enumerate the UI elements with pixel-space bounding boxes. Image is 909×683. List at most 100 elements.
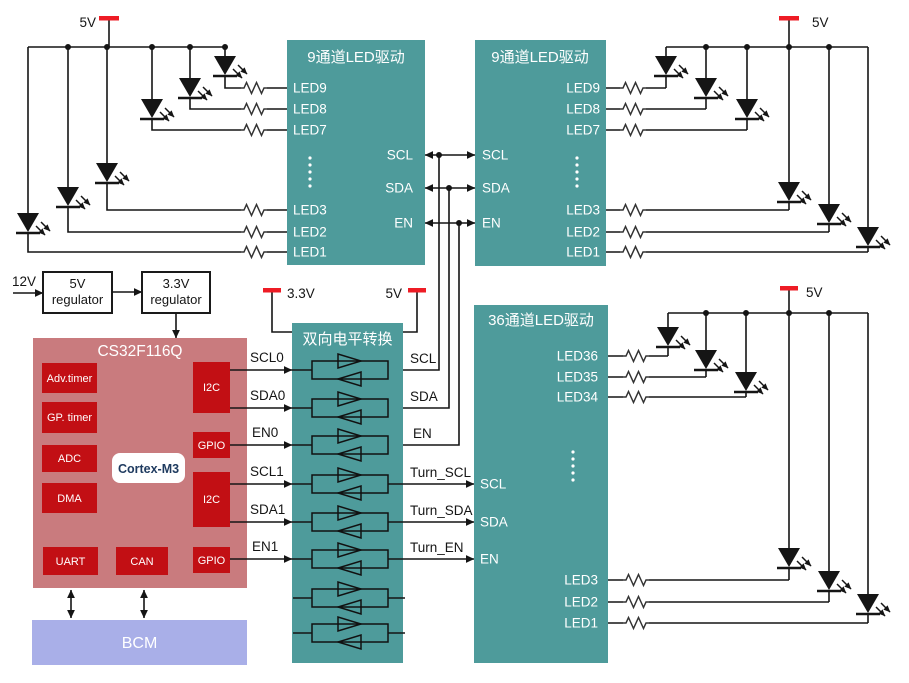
pin-led7: LED7 (293, 123, 327, 138)
mcu-block: CS32F116Q Adv.timer GP. timer ADC DMA UA… (33, 338, 247, 588)
pin-led2: LED2 (293, 225, 327, 240)
wires-top-left (27, 20, 287, 253)
pin-sda: SDA (480, 515, 508, 530)
driver-36-body (474, 305, 608, 663)
top-right-led-array: 5V (606, 15, 890, 259)
power-label-5v-top-left: 5V (79, 15, 96, 30)
regulator-3v3-label-line2: regulator (150, 292, 202, 307)
wires-top-right (606, 20, 869, 253)
bottom-right-led-array: 5V (608, 285, 890, 630)
pin-scl: SCL (480, 477, 507, 492)
driver-top-right-body (475, 40, 606, 266)
module-i2c-b-label: I2C (203, 494, 220, 506)
label-out-sda: SDA (410, 389, 438, 404)
pin-led2: LED2 (566, 225, 600, 240)
ellipsis-dots (571, 450, 575, 482)
bcm-title: BCM (122, 635, 158, 652)
regulator-5v-box (42, 271, 113, 314)
module-dma-label: DMA (57, 493, 82, 505)
label-en0: EN0 (252, 425, 278, 440)
driver-block-36: 36通道LED驱动 LED36 LED35 LED34 SCL SDA EN L… (474, 305, 608, 663)
pin-en: EN (482, 216, 501, 231)
label-sda1: SDA1 (250, 502, 285, 517)
core-box (112, 453, 185, 483)
core-label: Cortex-M3 (118, 462, 179, 476)
pin-led1: LED1 (566, 245, 600, 260)
pin-scl: SCL (387, 148, 414, 163)
pin-en: EN (394, 216, 413, 231)
label-out-scl: SCL (410, 351, 437, 366)
pin-led34: LED34 (557, 390, 599, 405)
pin-led8: LED8 (293, 102, 327, 117)
mcu-title: CS32F116Q (97, 343, 182, 360)
pin-led9: LED9 (566, 81, 600, 96)
bus-drop-wires (388, 155, 460, 446)
module-dma (42, 483, 97, 513)
regulator-section: 12V 5V regulator 3.3V regulator (12, 271, 211, 339)
pin-led3: LED3 (566, 203, 600, 218)
pin-led8: LED8 (566, 102, 600, 117)
label-turn-sda: Turn_SDA (410, 503, 473, 518)
wires-bottom-right (608, 290, 869, 624)
i2c-bus-wires (388, 151, 476, 446)
junction-dots (703, 310, 832, 316)
junction-dots (703, 44, 832, 50)
level-shifter-title: 双向电平转换 (302, 331, 392, 348)
driver-top-left-title: 9通道LED驱动 (307, 49, 405, 66)
pin-scl: SCL (482, 148, 509, 163)
pin-led9: LED9 (293, 81, 327, 96)
bcm-section: BCM (32, 589, 247, 665)
pin-led1: LED1 (564, 616, 598, 631)
module-can-label: CAN (130, 556, 153, 568)
driver-block-top-left: 9通道LED驱动 LED9 LED8 LED7 LED3 LED2 LED1 S… (287, 40, 425, 265)
module-gpio-a-label: GPIO (198, 440, 226, 452)
power-label-5v-shifter: 5V (385, 286, 402, 301)
power-label-3v3: 3.3V (287, 286, 315, 301)
module-gp-timer (42, 402, 97, 433)
label-en1: EN1 (252, 539, 278, 554)
module-adv-timer (42, 363, 97, 393)
pin-led7: LED7 (566, 123, 600, 138)
ellipsis-dots (308, 156, 312, 188)
label-scl1: SCL1 (250, 464, 284, 479)
power-label-5v-top-right: 5V (812, 15, 829, 30)
pin-sda: SDA (385, 181, 413, 196)
driver-36-title: 36通道LED驱动 (488, 312, 594, 329)
regulator-5v-label-line2: regulator (52, 292, 104, 307)
regulator-5v-label-line1: 5V (70, 276, 86, 291)
module-uart-label: UART (56, 556, 86, 568)
power-bar-5v-shifter (408, 288, 426, 293)
driver-block-top-right: 9通道LED驱动 LED9 LED8 LED7 LED3 LED2 LED1 S… (475, 40, 606, 266)
module-adc-label: ADC (58, 453, 81, 465)
module-gpio-a (193, 432, 230, 458)
pin-sda: SDA (482, 181, 510, 196)
module-i2c-a-label: I2C (203, 382, 220, 394)
module-gpio-b (193, 547, 230, 573)
power-label-5v-bottom-right: 5V (806, 285, 823, 300)
label-scl0: SCL0 (250, 350, 284, 365)
label-turn-en: Turn_EN (410, 540, 464, 555)
top-left-led-array: 5V (16, 15, 287, 259)
module-i2c-a (193, 362, 230, 413)
module-can (116, 547, 168, 575)
pin-en: EN (480, 552, 499, 567)
pin-led2: LED2 (564, 595, 598, 610)
shifter-power-wires (271, 292, 418, 333)
power-bar-5v-top-right (779, 16, 799, 21)
driver-top-left-body (287, 40, 425, 265)
pin-led36: LED36 (557, 349, 598, 364)
pin-led3: LED3 (564, 573, 598, 588)
bcm-body (32, 620, 247, 665)
module-adv-timer-label: Adv.timer (47, 373, 93, 385)
junction-dots (65, 44, 228, 50)
pin-led3: LED3 (293, 203, 327, 218)
ellipsis-dots (575, 156, 579, 188)
module-i2c-b (193, 472, 230, 527)
module-gp-timer-label: GP. timer (47, 412, 92, 424)
power-label-12v: 12V (12, 274, 36, 289)
label-sda0: SDA0 (250, 388, 285, 403)
module-uart (43, 547, 98, 575)
regulator-3v3-label-line1: 3.3V (163, 276, 190, 291)
pin-led35: LED35 (557, 370, 598, 385)
